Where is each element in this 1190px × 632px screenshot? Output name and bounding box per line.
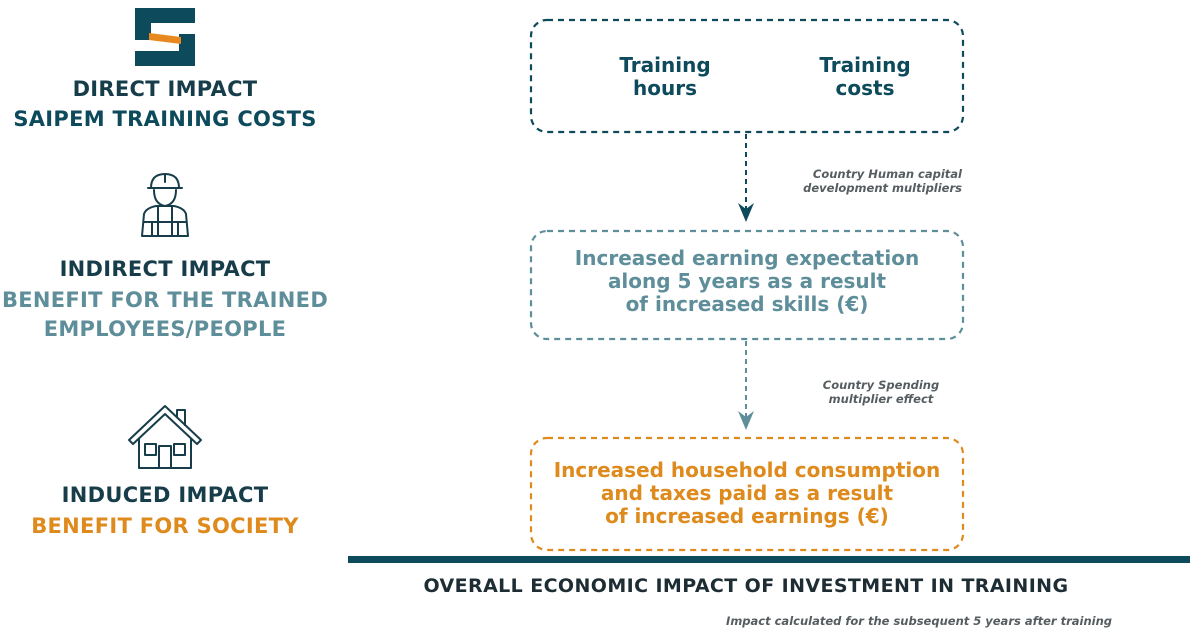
earning-expectation-text: Increased earning expectation along 5 ye…: [574, 246, 920, 316]
box-earning-expectation: [529, 229, 965, 341]
direct-impact-title: DIRECT IMPACT: [72, 77, 258, 101]
indirect-impact-title: INDIRECT IMPACT: [59, 257, 271, 281]
footer-bar: [348, 556, 1190, 563]
training-costs-label: Training costs: [819, 53, 911, 100]
box-training-inputs: [529, 18, 965, 134]
indirect-impact-subtitle-line2: EMPLOYEES/PEOPLE: [43, 317, 287, 341]
training-hours-label: Training hours: [619, 53, 711, 100]
indirect-impact-subtitle-line1: BENEFIT FOR THE TRAINED: [1, 288, 329, 312]
induced-impact-subtitle: BENEFIT FOR SOCIETY: [31, 514, 299, 538]
house-icon: [128, 405, 202, 469]
human-capital-multiplier-note: Country Human capital development multip…: [803, 167, 962, 195]
worker-icon: [141, 173, 189, 237]
overall-impact-title: OVERALL ECONOMIC IMPACT OF INVESTMENT IN…: [423, 575, 1069, 597]
spending-multiplier-note: Country Spending multiplier effect: [822, 378, 940, 406]
arrow-1-head: [738, 203, 754, 222]
household-consumption-text: Increased household consumption and taxe…: [553, 458, 941, 528]
box-household-consumption: [529, 436, 965, 552]
impact-period-note: Impact calculated for the subsequent 5 y…: [726, 614, 1112, 628]
saipem-logo-icon: [135, 8, 195, 66]
arrow-2-head: [738, 411, 754, 430]
induced-impact-title: INDUCED IMPACT: [61, 483, 269, 507]
direct-impact-subtitle: SAIPEM TRAINING COSTS: [13, 107, 317, 131]
